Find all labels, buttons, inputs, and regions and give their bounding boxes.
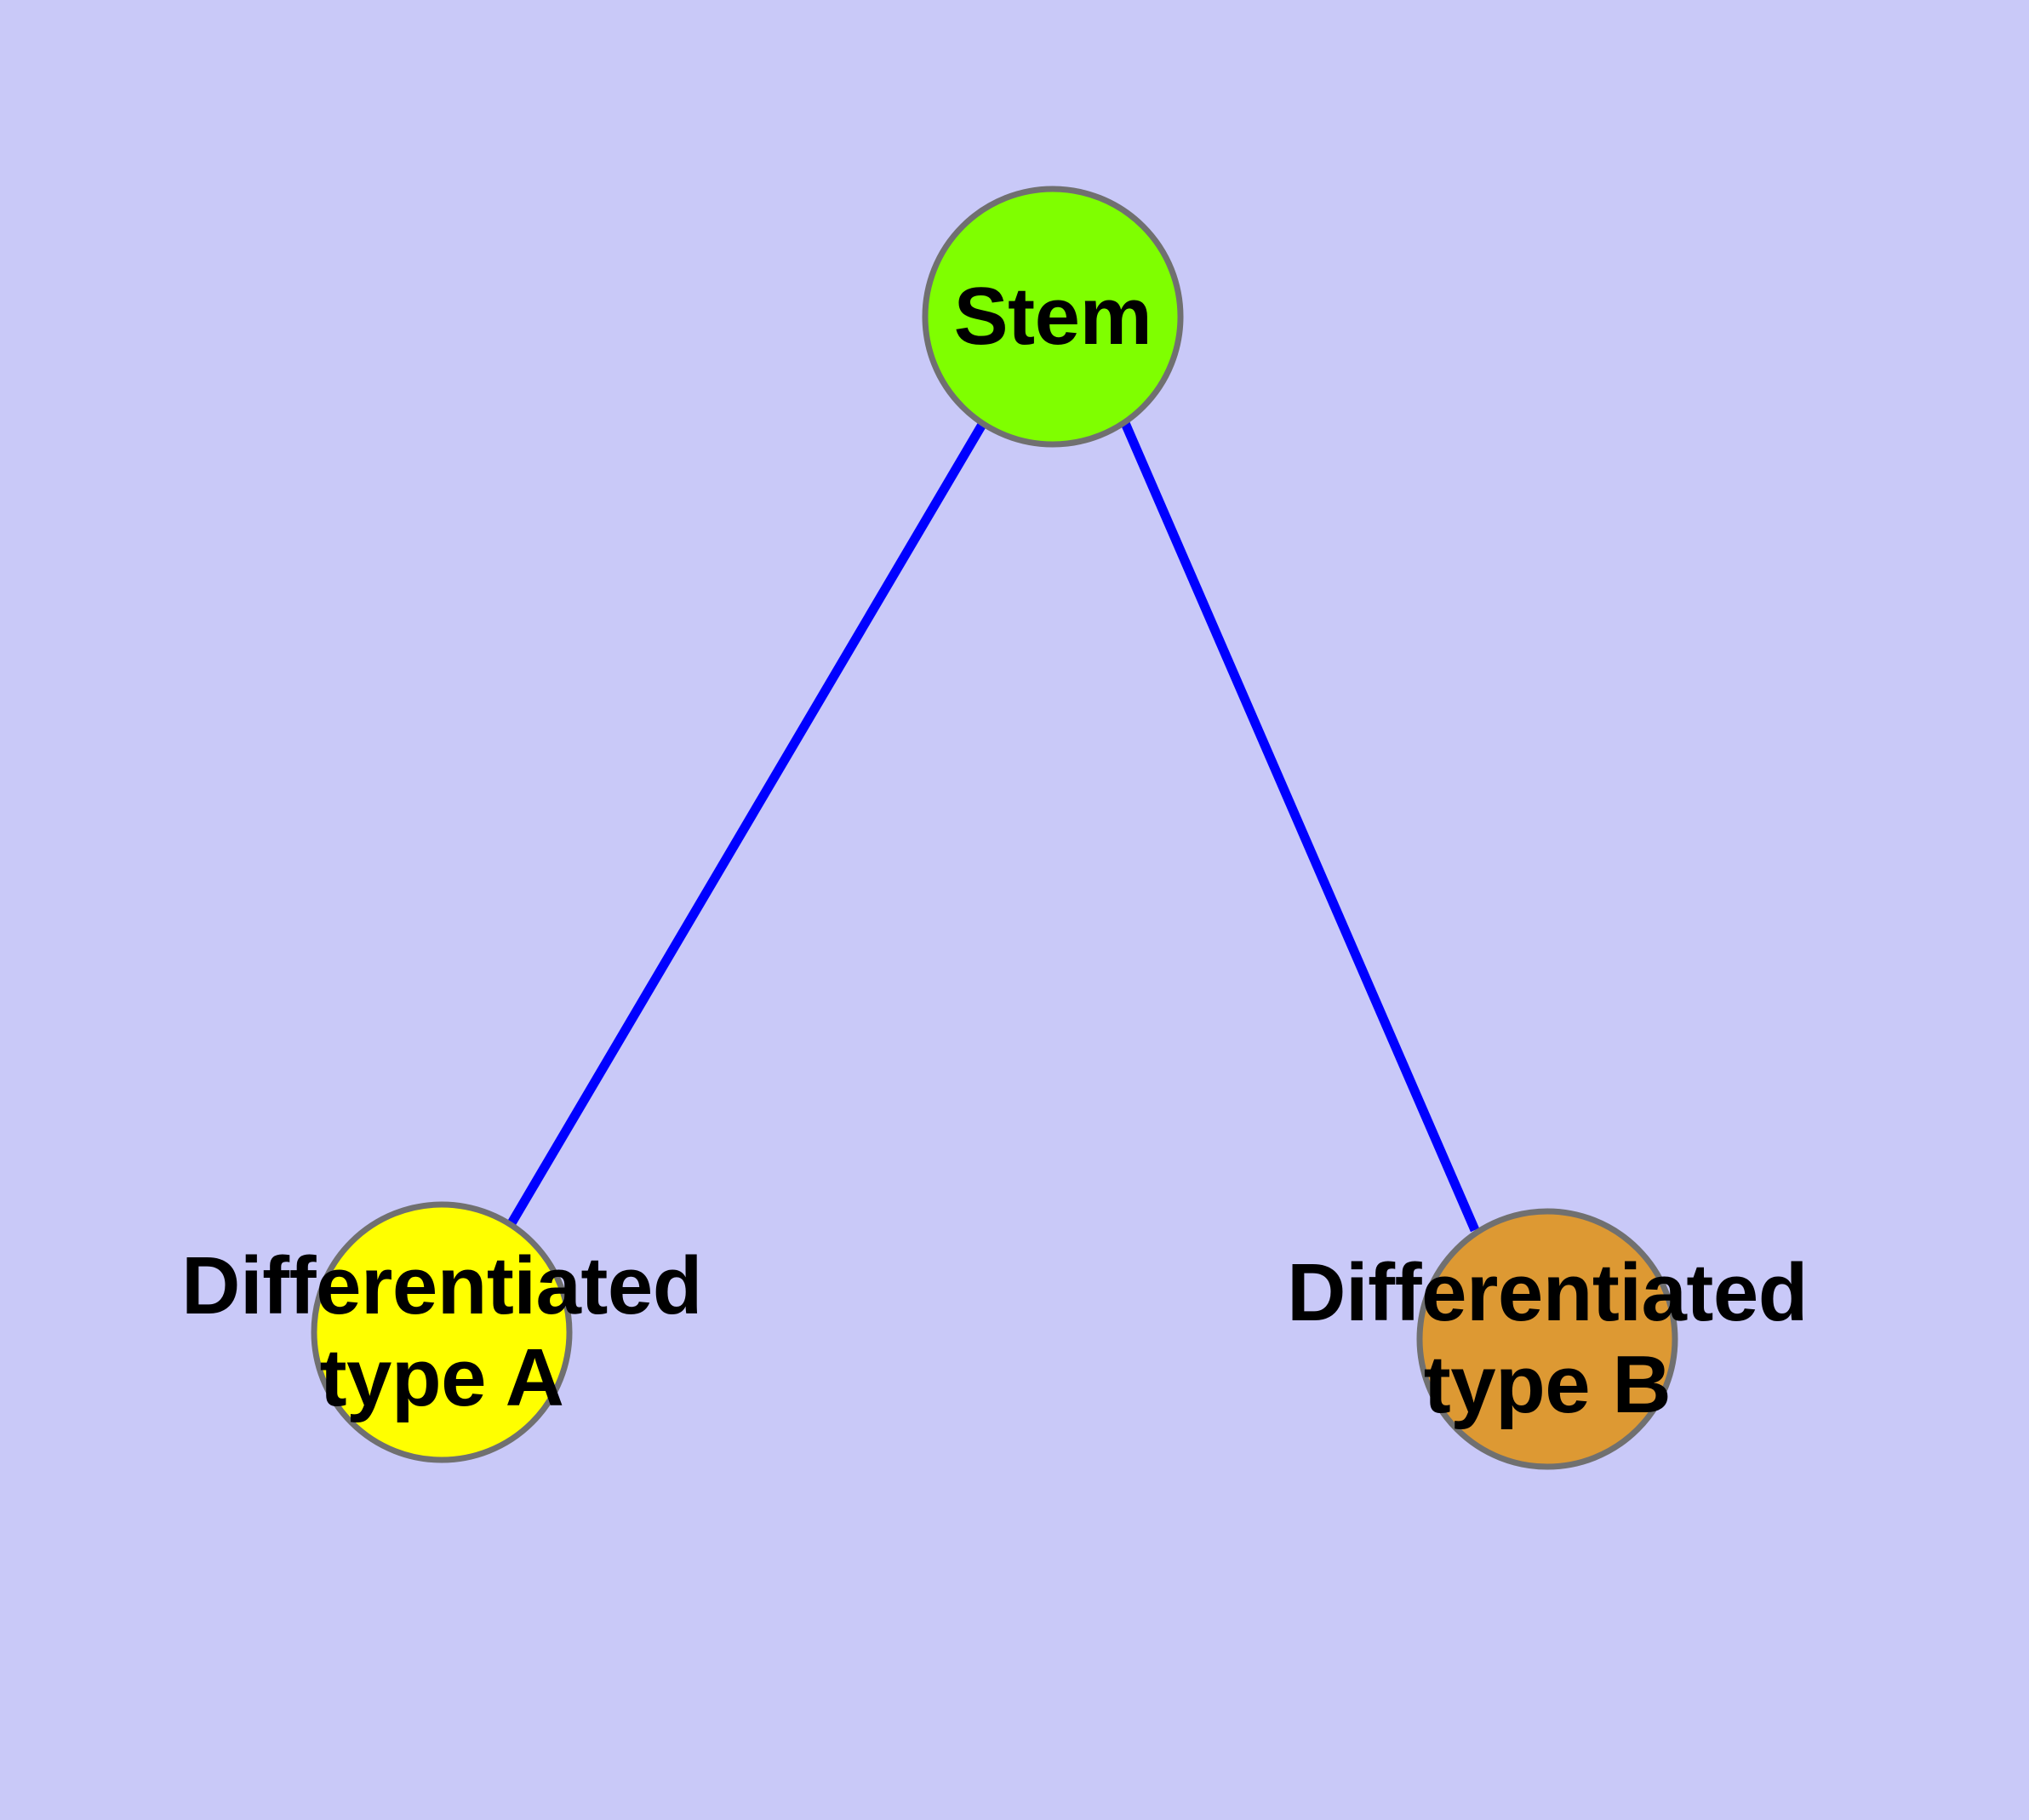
nodes-group [311, 186, 1678, 1470]
edge-stem-to-diff-a[interactable] [507, 421, 987, 1226]
node-circle-diff-b[interactable] [1416, 1208, 1678, 1470]
node-circle-diff-a[interactable] [311, 1201, 573, 1463]
edges-group [507, 421, 1480, 1233]
node-circle-stem[interactable] [922, 186, 1184, 448]
edge-stem-to-diff-b[interactable] [1120, 421, 1480, 1233]
